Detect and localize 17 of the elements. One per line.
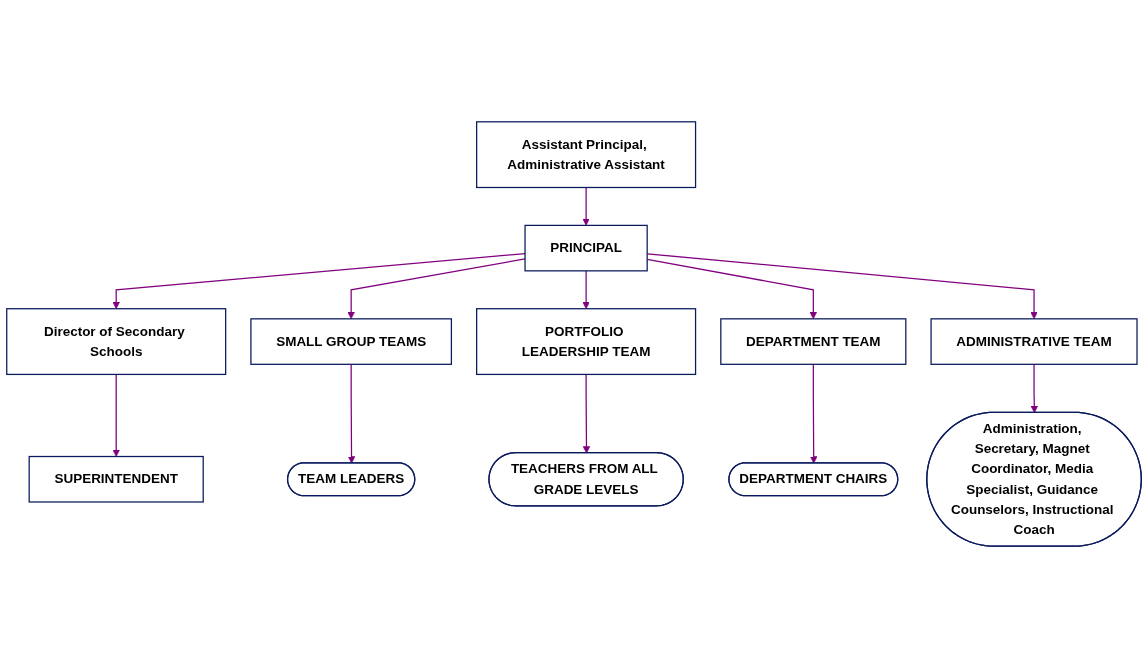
arrow	[347, 258, 526, 320]
node-box: PRINCIPAL	[524, 224, 648, 272]
node-box: DEPARTMENT TEAM	[720, 318, 907, 365]
arrow	[112, 252, 526, 310]
node-box: ADMINISTRATIVE TEAM	[930, 318, 1138, 365]
arrow	[347, 363, 356, 464]
arrow	[582, 186, 590, 226]
arrow	[112, 373, 120, 457]
arrow	[1030, 363, 1039, 414]
node-box: Director of Secondary Schools	[6, 308, 227, 376]
arrow	[582, 373, 591, 454]
node-box: PORTFOLIO LEADERSHIP TEAM	[476, 308, 697, 376]
arrow	[810, 363, 818, 464]
node-box: Assistant Principal, Administrative Assistant	[476, 121, 697, 189]
node-box: SMALL GROUP TEAMS	[250, 318, 452, 365]
node-box: SUPERINTENDENT	[28, 455, 204, 503]
arrow	[582, 270, 590, 310]
